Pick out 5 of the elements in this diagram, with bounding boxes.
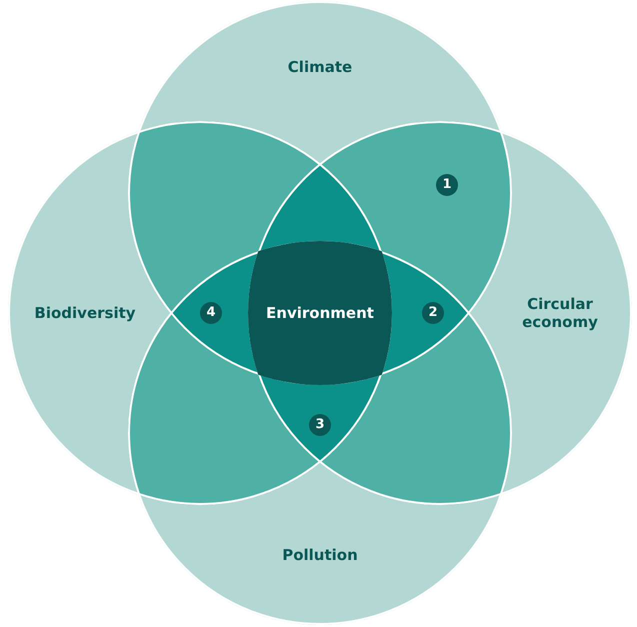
region-label: Climate xyxy=(286,58,354,76)
region-label: Biodiversity xyxy=(33,304,137,322)
region-label: Pollution xyxy=(281,546,359,564)
region-label: Environment xyxy=(265,304,375,322)
region-label: Circular economy xyxy=(521,295,599,331)
